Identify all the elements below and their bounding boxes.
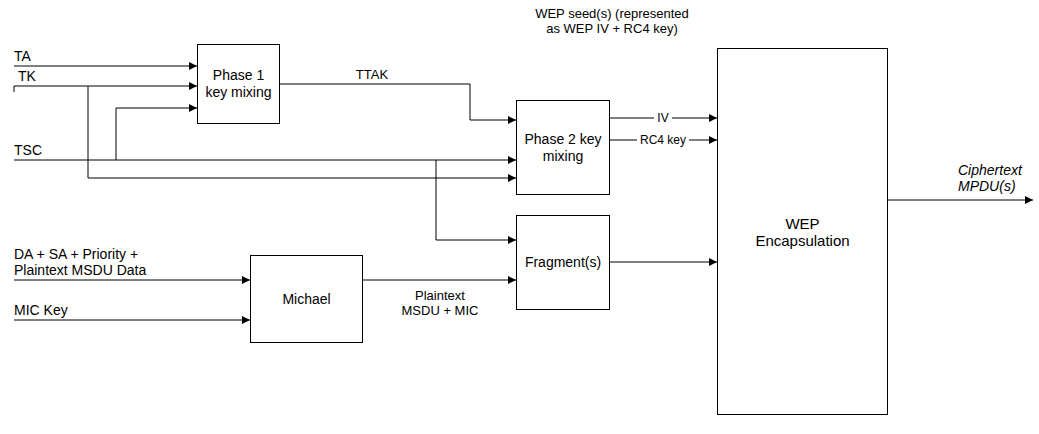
tsc-wire bbox=[14, 160, 516, 161]
process-box: Michael bbox=[250, 255, 363, 343]
ta-wire bbox=[14, 66, 197, 67]
output-wire bbox=[888, 200, 1033, 201]
edge-label: IV bbox=[654, 111, 671, 125]
signal-name: DA + SA + Priority + Plaintext MSDU Data bbox=[14, 246, 164, 278]
tsc-branch-wire bbox=[436, 160, 516, 240]
box-label: Phase 1 key mixing bbox=[201, 67, 276, 101]
signal-name: MIC Key bbox=[14, 302, 68, 318]
output-label: Ciphertext MPDU(s) bbox=[958, 162, 1034, 194]
signal-name: TSC bbox=[14, 142, 42, 158]
connector-arrow bbox=[610, 262, 717, 263]
edge-label: TTAK bbox=[356, 67, 388, 82]
edge-label: Plaintext MSDU + MIC bbox=[398, 288, 482, 318]
tk-branch-wire bbox=[88, 86, 516, 178]
process-box: Phase 2 key mixing bbox=[516, 100, 610, 195]
process-box: Fragment(s) bbox=[516, 215, 610, 310]
process-box: Phase 1 key mixing bbox=[197, 44, 280, 124]
signal-name: TK bbox=[18, 68, 36, 84]
signal-name: TA bbox=[14, 48, 31, 64]
tk-wire bbox=[14, 86, 197, 92]
process-box: WEP Encapsulation bbox=[717, 48, 888, 415]
box-label: Fragment(s) bbox=[525, 254, 601, 271]
tsc-branch-wire bbox=[116, 108, 197, 160]
msdu-wire bbox=[14, 280, 250, 281]
box-label: WEP Encapsulation bbox=[748, 215, 858, 249]
box-label: Michael bbox=[282, 291, 330, 308]
connector-arrow bbox=[280, 84, 516, 120]
mic-key-wire bbox=[14, 320, 250, 321]
connector-arrow bbox=[363, 280, 516, 281]
box-label: Phase 2 key mixing bbox=[520, 131, 606, 165]
edge-label: RC4 key bbox=[637, 133, 689, 147]
note-label: WEP seed(s) (represented as WEP IV + RC4… bbox=[527, 6, 697, 36]
